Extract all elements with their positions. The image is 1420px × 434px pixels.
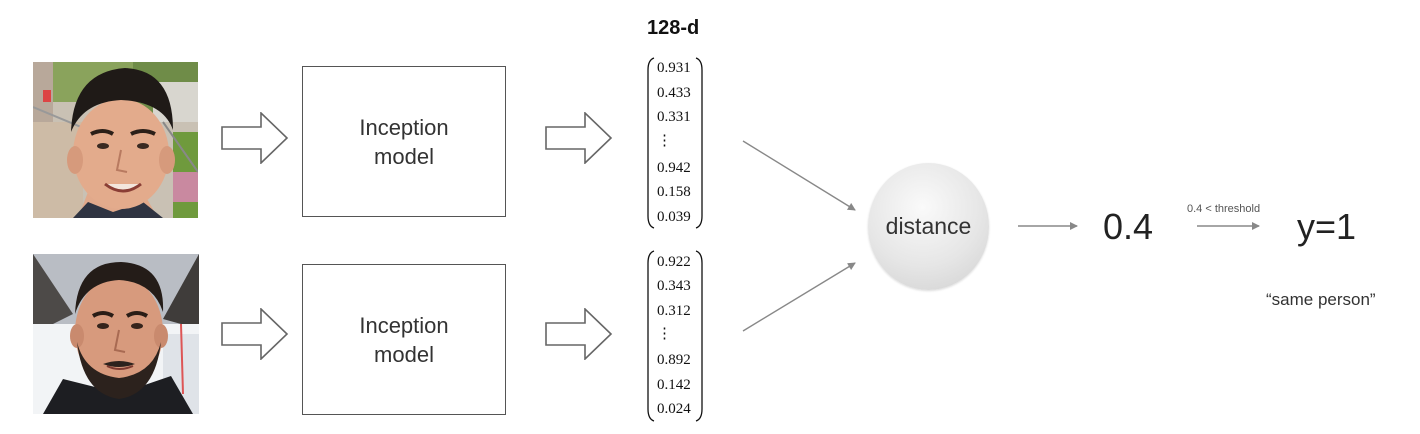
vector-brackets (647, 250, 703, 422)
vector-brackets (647, 57, 703, 229)
face-photo-top-image (33, 62, 198, 218)
distance-value: 0.4 (1103, 206, 1154, 247)
vector-value: 0.039 (657, 209, 691, 225)
vector-value: 0.158 (657, 184, 691, 200)
inception-model-line1: Inception (359, 312, 449, 338)
embedding-dimension-label: 128-d (647, 17, 700, 39)
face-photo-top (33, 62, 198, 218)
face-photo-bottom (33, 254, 199, 414)
vector-value: 0.892 (657, 352, 691, 368)
embedding-vector-bottom: 0.922 0.343 0.312 ⋮ 0.892 0.142 0.024 (646, 249, 704, 423)
vector-value: 0.331 (657, 109, 691, 125)
inception-model-box-bottom: Inception model (302, 264, 506, 415)
vector-value: 0.312 (657, 303, 691, 319)
vector-value: 0.024 (657, 401, 691, 417)
inception-model-line2: model (374, 341, 434, 367)
distance-node: distance (868, 163, 989, 290)
arrow-top-to-distance (742, 140, 856, 211)
vector-ellipsis: ⋮ (657, 133, 672, 149)
vector-value: 0.922 (657, 254, 691, 270)
inception-model-label-top: Inception model (359, 113, 448, 171)
vector-value: 0.931 (657, 60, 691, 76)
hollow-arrow-input-bottom (221, 308, 289, 360)
arrow-bottom-to-distance (742, 262, 856, 332)
inception-model-line2: model (374, 143, 434, 169)
hollow-arrow-input-top (221, 112, 289, 164)
hollow-arrow-model-bottom (545, 308, 613, 360)
inception-model-label-bottom: Inception model (359, 311, 448, 369)
hollow-arrow-model-top (545, 112, 613, 164)
embedding-vector-top: 0.931 0.433 0.331 ⋮ 0.942 0.158 0.039 (646, 56, 704, 230)
vector-ellipsis: ⋮ (657, 326, 672, 342)
distance-label: distance (885, 213, 972, 239)
vector-value: 0.942 (657, 160, 691, 176)
prediction-label: y=1 (1297, 206, 1357, 247)
face-photo-bottom-image (33, 254, 199, 414)
inception-model-box-top: Inception model (302, 66, 506, 217)
vector-value: 0.142 (657, 377, 691, 393)
inception-model-line1: Inception (359, 114, 449, 140)
verdict-label: “same person” (1266, 290, 1376, 309)
threshold-label: 0.4 < threshold (1187, 203, 1261, 215)
vector-value: 0.433 (657, 85, 691, 101)
vector-value: 0.343 (657, 278, 691, 294)
